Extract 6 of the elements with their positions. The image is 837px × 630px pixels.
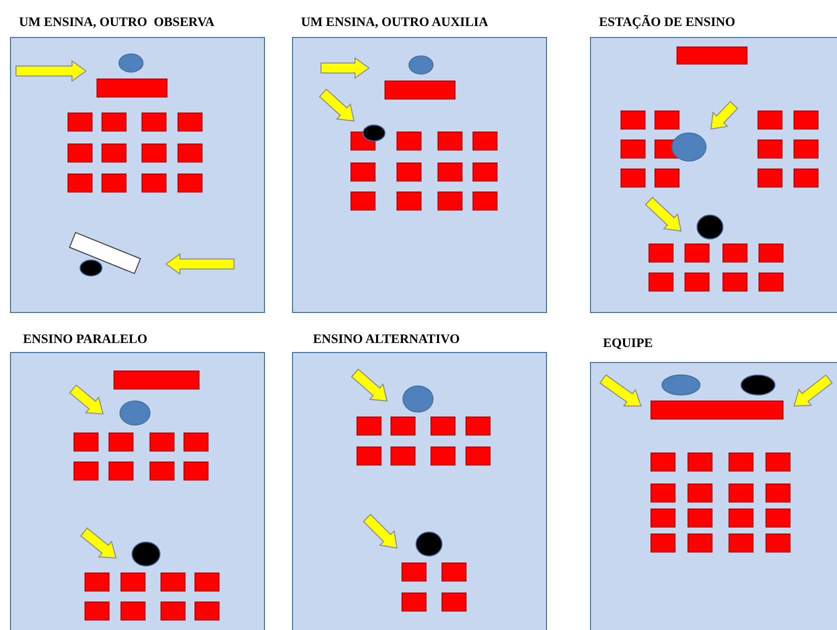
panel-title: ENSINO PARALELO bbox=[23, 331, 148, 347]
panel-title: ESTAÇÃO DE ENSINO bbox=[599, 14, 736, 30]
panel-title: UM ENSINA, OUTRO OBSERVA bbox=[19, 14, 214, 30]
panel-title: EQUIPE bbox=[603, 335, 653, 351]
panel-title: UM ENSINA, OUTRO AUXILIA bbox=[301, 14, 488, 30]
panel-title: ENSINO ALTERNATIVO bbox=[313, 331, 460, 347]
